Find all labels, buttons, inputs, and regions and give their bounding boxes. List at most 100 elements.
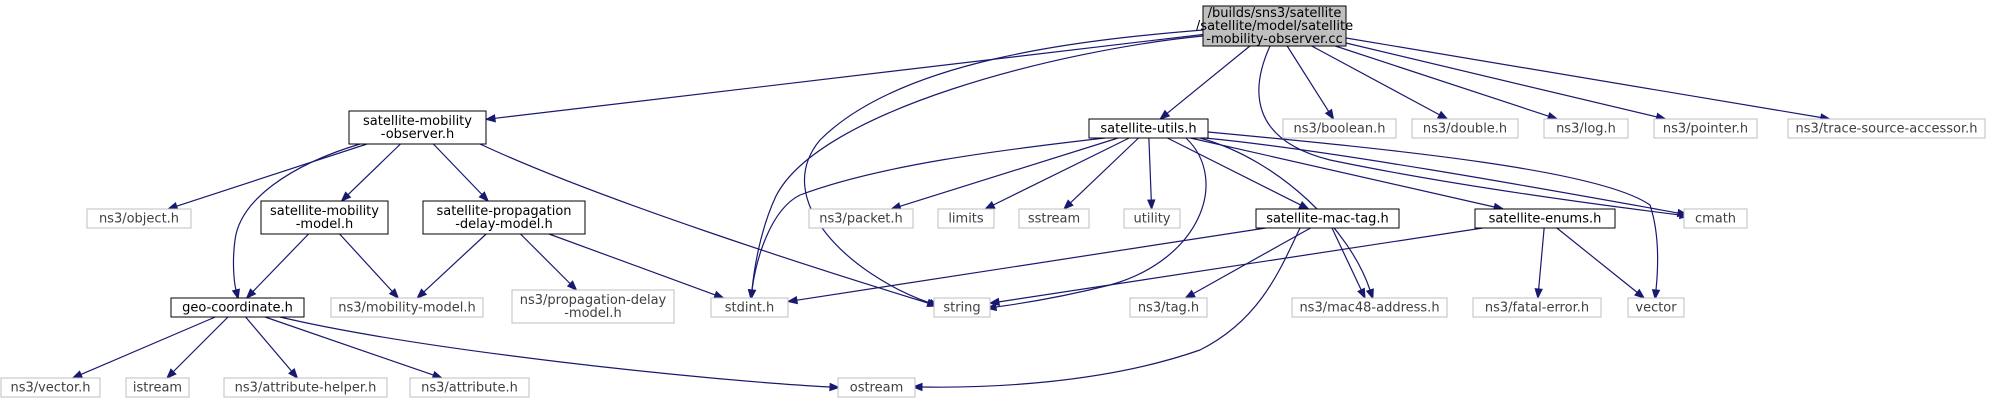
node-utility: utility: [1123, 208, 1181, 229]
node-label-line: /builds/sns3/satellite: [1208, 6, 1342, 21]
node-label-line: utility: [1134, 212, 1171, 227]
edge-geo-coordinate-h-to-ns3-vector-h: [80, 316, 216, 376]
node-box: [1411, 118, 1519, 139]
node-label-line: limits: [948, 212, 984, 227]
edge-root-to-sat-mobility-observer-h: [494, 33, 1204, 119]
edge-root-to-ns3-trace-h: [1345, 37, 1821, 119]
node-box: [1129, 297, 1208, 318]
node-sat-utils-h[interactable]: satellite-utils.h: [1088, 118, 1209, 139]
arrowhead-sat-prop-delay-h: [478, 191, 490, 202]
node-box: [511, 289, 675, 324]
edge-sat-utils-h-to-vector: [1207, 131, 1659, 291]
node-label-line: ns3/trace-source-accessor.h: [1795, 122, 1977, 137]
node-label-line: /satellite/model/satellite: [1196, 19, 1353, 34]
node-ns3-object-h: ns3/object.h: [86, 208, 192, 229]
node-ns3-mobility-model-h: ns3/mobility-model.h: [330, 297, 484, 318]
arrowhead-ns3-tag-h: [1184, 289, 1196, 299]
edge-root-to-sat-utils-h: [1166, 45, 1251, 114]
node-label-line: ns3/fatal-error.h: [1485, 301, 1589, 316]
edge-sat-utils-h-to-ns3-packet-h: [899, 137, 1119, 207]
arrowhead-vector: [1634, 288, 1646, 299]
node-ns3-boolean-h: ns3/boolean.h: [1282, 118, 1397, 139]
node-box: [1474, 208, 1616, 229]
node-label-line: ns3/vector.h: [10, 381, 90, 396]
node-string: string: [933, 297, 991, 318]
node-sat-enums-h[interactable]: satellite-enums.h: [1474, 208, 1616, 229]
node-ns3-attribute-h: ns3/attribute.h: [409, 377, 530, 398]
node-ostream: ostream: [837, 377, 916, 398]
arrowhead-vector: [1651, 289, 1661, 301]
node-label-line: ostream: [850, 381, 904, 396]
edge-root-to-ns3-pointer-h: [1345, 42, 1657, 118]
edge-sat-utils-h-to-stdint-h: [751, 137, 1106, 291]
node-box: [1787, 118, 1986, 139]
node-label-line: -model.h: [564, 306, 622, 321]
node-sat-mobility-observer-h[interactable]: satellite-mobility-observer.h: [348, 110, 487, 145]
arrowhead-geo-coordinate-h: [245, 288, 257, 299]
node-box: [710, 297, 789, 318]
edge-geo-coordinate-h-to-ns3-attr-helper-h: [245, 316, 293, 372]
edge-sat-mobility-observer-h-to-sat-mobility-model-h: [347, 143, 401, 196]
node-ns3-vector-h: ns3/vector.h: [0, 377, 101, 398]
edge-root-to-cmath: [1258, 45, 1681, 216]
edge-root-to-ns3-boolean-h: [1286, 45, 1330, 112]
nodes-layer: /builds/sns3/satellite/satellite/model/s…: [0, 5, 1986, 398]
node-box: [837, 377, 916, 398]
edge-sat-prop-delay-h-to-ns3-mobility-model-h: [423, 233, 487, 293]
edge-sat-mobility-observer-h-to-ns3-object-h: [176, 143, 368, 207]
node-ns3-tag-h: ns3/tag.h: [1129, 297, 1208, 318]
node-label-line: satellite-mac-tag.h: [1266, 212, 1389, 227]
node-label-line: ns3/attribute-helper.h: [235, 381, 377, 396]
edge-sat-utils-h-to-cmath: [1204, 137, 1679, 214]
node-label-line: satellite-mobility: [363, 114, 472, 129]
node-sat-mobility-model-h[interactable]: satellite-mobility-model.h: [260, 200, 389, 235]
node-label-line: ns3/mobility-model.h: [338, 301, 475, 316]
arrowhead-geo-coordinate-h: [231, 288, 240, 301]
node-box: [808, 208, 914, 229]
edge-root-to-string: [804, 29, 1204, 304]
node-sstream: sstream: [1018, 208, 1090, 229]
edge-sat-mobility-observer-h-to-geo-coordinate-h: [232, 143, 361, 291]
node-label-line: ns3/double.h: [1423, 122, 1507, 137]
node-box: [1018, 208, 1090, 229]
arrowhead-ns3-vector-h: [71, 370, 84, 379]
node-root[interactable]: /builds/sns3/satellite/satellite/model/s…: [1196, 5, 1353, 47]
node-label-line: string: [943, 301, 980, 316]
edge-sat-mac-tag-h-to-stdint-h: [796, 227, 1266, 301]
node-box: [409, 377, 530, 398]
edge-root-to-ns3-double-h: [1311, 45, 1440, 116]
arrowhead-sat-mobility-observer-h: [484, 114, 496, 123]
edge-geo-coordinate-h-to-ns3-attribute-h: [264, 316, 434, 376]
node-geo-coordinate-h[interactable]: geo-coordinate.h: [170, 297, 305, 318]
node-label-line: ns3/attribute.h: [421, 381, 518, 396]
edge-sat-utils-h-to-utility: [1148, 137, 1152, 201]
edge-sat-utils-h-to-string: [995, 137, 1207, 308]
arrowhead-ns3-boolean-h: [1324, 108, 1335, 121]
node-label-line: satellite-propagation: [436, 204, 571, 219]
edge-sat-utils-h-to-sat-mac-tag-h: [1167, 137, 1301, 206]
edge-sat-utils-h-to-limits: [993, 137, 1130, 206]
node-box: [0, 377, 101, 398]
edge-sat-prop-delay-h-to-ns3-prop-delay-h: [520, 233, 571, 285]
arrowhead-ns3-mobility-model-h: [388, 288, 400, 300]
edge-sat-mobility-model-h-to-geo-coordinate-h: [252, 233, 309, 292]
arrowhead-stdint-h: [786, 295, 799, 305]
node-label-line: -delay-model.h: [455, 217, 553, 232]
node-ns3-double-h: ns3/double.h: [1411, 118, 1519, 139]
node-box: [1627, 297, 1685, 318]
node-box: [1472, 297, 1602, 318]
edge-geo-coordinate-h-to-istream: [172, 316, 229, 373]
arrowhead-limits: [984, 201, 996, 210]
node-ns3-attr-helper-h: ns3/attribute-helper.h: [223, 377, 388, 398]
node-sat-prop-delay-h[interactable]: satellite-propagation-delay-model.h: [422, 200, 586, 235]
edge-sat-mac-tag-h-to-ns3-mac48-h: [1331, 227, 1362, 291]
edge-sat-mobility-observer-h-to-sat-prop-delay-h: [432, 143, 483, 195]
node-sat-mac-tag-h[interactable]: satellite-mac-tag.h: [1255, 208, 1400, 229]
node-ns3-mac48-h: ns3/mac48-address.h: [1291, 297, 1448, 318]
node-label-line: ns3/pointer.h: [1663, 122, 1748, 137]
arrowhead-sstream: [1062, 199, 1074, 210]
node-label-line: satellite-mobility: [270, 204, 379, 219]
node-label-line: geo-coordinate.h: [182, 301, 293, 316]
node-ns3-log-h: ns3/log.h: [1543, 118, 1629, 139]
